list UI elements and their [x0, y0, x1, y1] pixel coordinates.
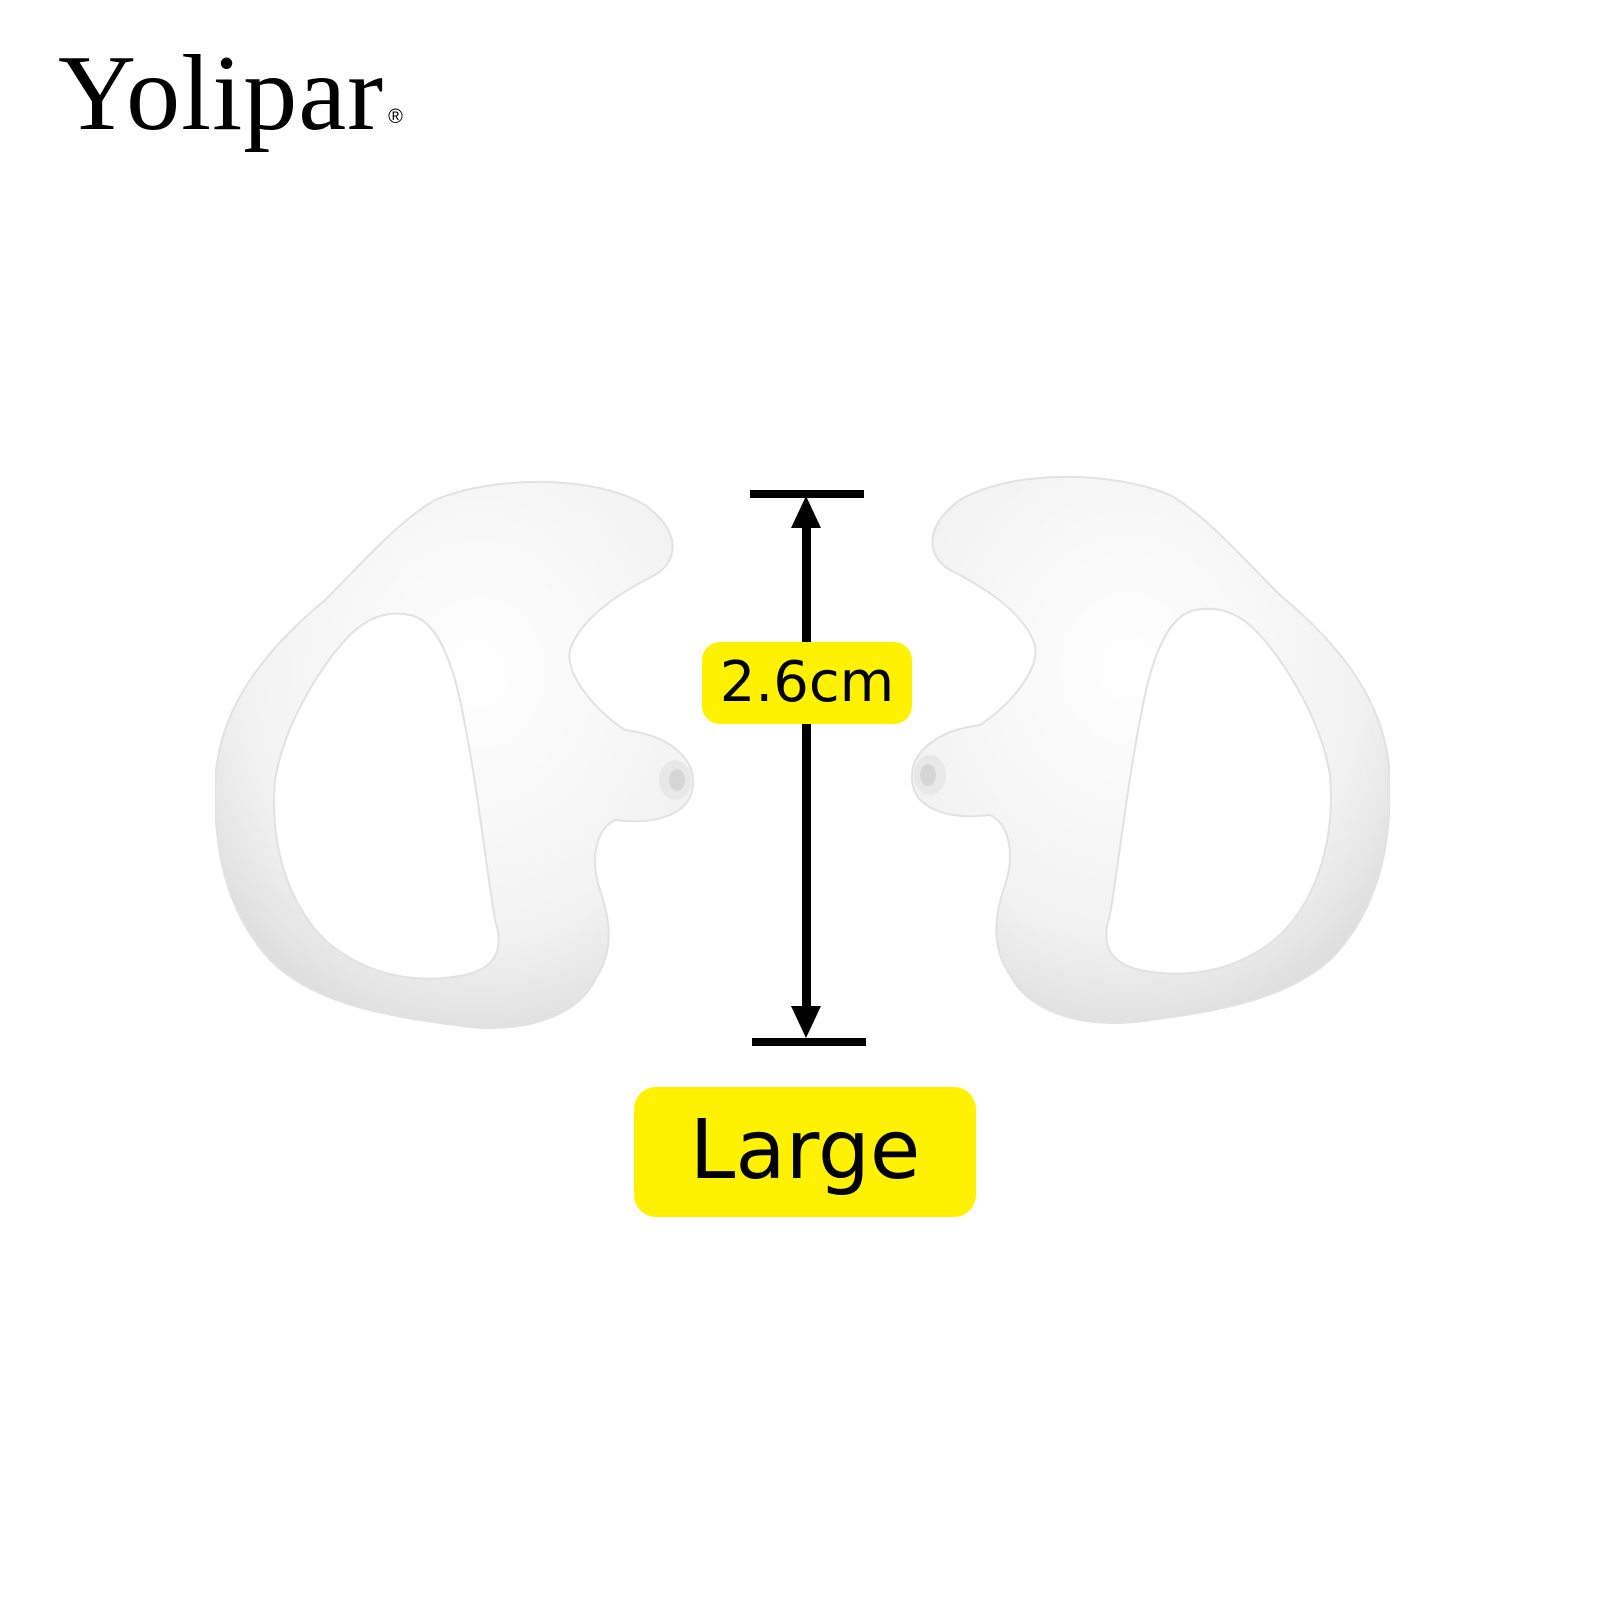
- up-arrow-icon: [791, 496, 821, 528]
- right-earmold-image: [910, 475, 1390, 1024]
- left-earmold-image: [215, 480, 695, 1029]
- brand-name: Yolipar: [58, 34, 385, 153]
- bottom-tick: [752, 1038, 866, 1046]
- down-arrow-icon: [791, 1006, 821, 1038]
- size-label-badge: Large: [634, 1087, 976, 1217]
- upper-line: [802, 520, 811, 650]
- top-tick: [750, 490, 864, 498]
- registered-mark: ®: [388, 106, 404, 128]
- brand-logo: Yolipar®: [58, 40, 404, 148]
- dimension-value-badge: 2.6cm: [702, 642, 912, 724]
- dimension-indicator: [750, 490, 866, 1046]
- lower-line: [802, 722, 811, 1012]
